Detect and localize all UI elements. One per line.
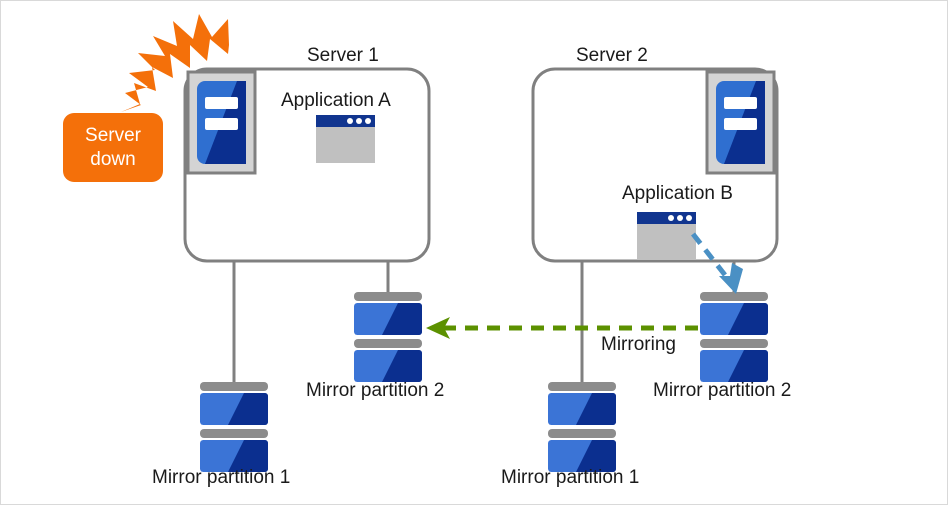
connectors-server-1 <box>232 261 390 389</box>
disk-stack-icon <box>354 292 422 382</box>
application-a-label: Application A <box>281 90 391 111</box>
application-b-label: Application B <box>622 183 733 204</box>
server-rack-icon <box>705 70 776 175</box>
mirroring-arrow-icon <box>426 317 698 339</box>
server-down-line-1: Server <box>85 124 141 146</box>
server-down-line-2: down <box>90 148 136 170</box>
disk-stack-icon <box>200 382 268 472</box>
burst-lightning-icon <box>121 14 229 112</box>
server-rack-icon <box>186 70 257 175</box>
app-window-icon <box>316 115 375 163</box>
server-2-title: Server 2 <box>576 45 648 66</box>
disk-label-s2-partition-1: Mirror partition 1 <box>501 467 640 488</box>
mirroring-label: Mirroring <box>601 334 676 355</box>
app-window-icon <box>637 212 696 260</box>
server-1-title: Server 1 <box>307 45 379 66</box>
disk-label-s2-partition-2: Mirror partition 2 <box>653 380 792 401</box>
disk-label-s1-partition-2: Mirror partition 2 <box>306 380 445 401</box>
app-write-arrow-icon <box>691 232 743 294</box>
disk-label-s1-partition-1: Mirror partition 1 <box>152 467 291 488</box>
disk-stack-icon <box>700 292 768 382</box>
server-down-callout: Server down <box>63 113 163 182</box>
disk-stack-icon <box>548 382 616 472</box>
